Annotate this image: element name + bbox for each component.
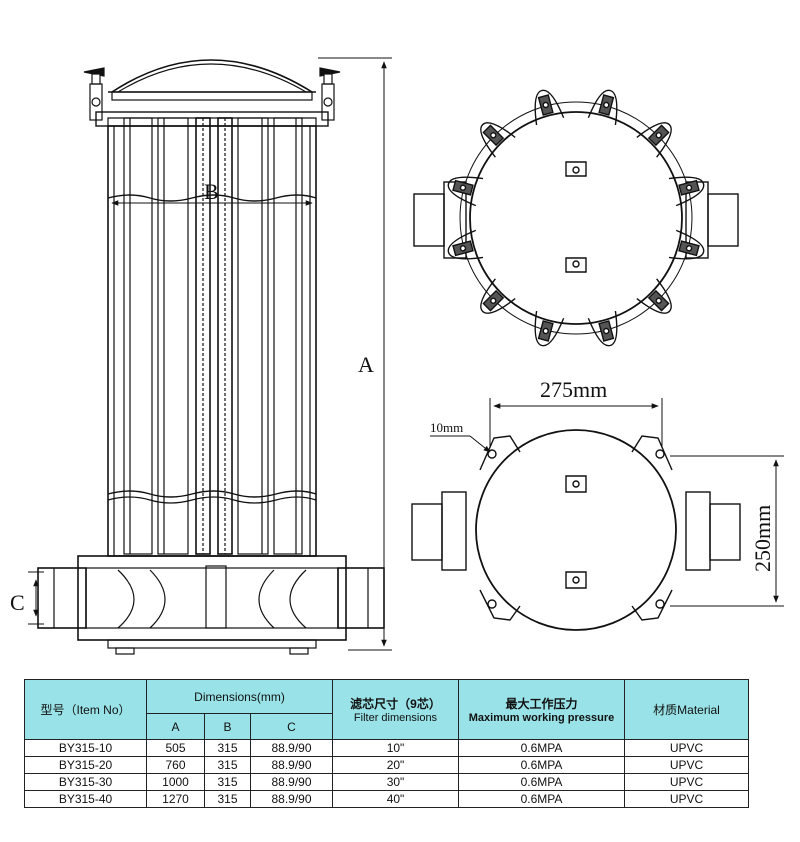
table-row: BY315-30 1000 315 88.9/90 30" 0.6MPA UPV… xyxy=(24,773,749,791)
cell-filter: 20" xyxy=(332,756,459,774)
bottom-view-port-right xyxy=(709,503,741,561)
cell-material: UPVC xyxy=(624,773,749,791)
header-filter-en: Filter dimensions xyxy=(353,712,438,724)
lid-dome-inner xyxy=(117,63,307,93)
cell-pressure: 0.6MPA xyxy=(458,790,625,808)
dimension-c xyxy=(28,571,44,625)
header-dimensions: Dimensions(mm) xyxy=(146,679,333,714)
lid-dome xyxy=(111,59,313,93)
side-view xyxy=(37,59,385,655)
top-view-lid xyxy=(469,111,683,325)
clamp-knob-right xyxy=(319,67,341,121)
header-dim-b: B xyxy=(204,713,251,740)
cell-a: 1270 xyxy=(146,790,205,808)
cell-filter: 10" xyxy=(332,739,459,757)
header-pressure-cn: 最大工作压力 xyxy=(505,697,578,711)
lid-clamp xyxy=(534,310,565,347)
cell-c: 88.9/90 xyxy=(250,739,333,757)
header-material: 材质Material xyxy=(624,679,749,740)
lid-clamp xyxy=(668,176,705,207)
dimension-a xyxy=(318,57,392,651)
table-row: BY315-10 505 315 88.9/90 10" 0.6MPA UPVC xyxy=(24,739,749,757)
cell-c: 88.9/90 xyxy=(250,773,333,791)
header-dim-a: A xyxy=(146,713,205,740)
cell-a: 1000 xyxy=(146,773,205,791)
lid-clamp xyxy=(668,229,705,260)
header-filter: 滤芯尺寸（9芯） Filter dimensions xyxy=(332,679,459,740)
break-line-bottom xyxy=(107,490,317,498)
bottom-view-port-left xyxy=(411,503,443,561)
dimension-height-label: 250mm xyxy=(750,505,775,572)
spec-table: 型号（Item No） Dimensions(mm) 滤芯尺寸（9芯） Filt… xyxy=(24,679,749,808)
lid-clamp xyxy=(447,176,484,207)
lid-clamp xyxy=(480,122,516,158)
lid-clamp xyxy=(587,89,618,126)
lid-clamp xyxy=(534,89,565,126)
lug-top xyxy=(565,161,587,177)
dimension-height xyxy=(670,455,784,607)
header-pressure: 最大工作压力 Maximum working pressure xyxy=(458,679,625,740)
mount-ear-tr xyxy=(631,435,673,471)
mount-ear-br xyxy=(631,589,673,621)
top-view-port-right xyxy=(707,193,739,247)
bottom-view-body xyxy=(475,429,677,631)
clamp-knob-left xyxy=(83,67,105,121)
hole-callout xyxy=(430,435,491,453)
lid-clamp xyxy=(636,122,672,158)
cell-item: BY315-30 xyxy=(24,773,147,791)
lid-clamp xyxy=(636,278,672,314)
cell-item: BY315-20 xyxy=(24,756,147,774)
lid-clamp xyxy=(480,278,516,314)
mount-ear-bl xyxy=(479,589,521,621)
mount-ear-tl xyxy=(479,435,521,471)
table-row: BY315-40 1270 315 88.9/90 40" 0.6MPA UPV… xyxy=(24,790,749,808)
cell-filter: 30" xyxy=(332,773,459,791)
technical-drawing: A B C xyxy=(10,57,784,655)
cell-filter: 40" xyxy=(332,790,459,808)
cell-material: UPVC xyxy=(624,739,749,757)
dimension-c-label: C xyxy=(10,590,25,615)
dimension-width-label: 275mm xyxy=(540,377,607,402)
top-view-port-left xyxy=(413,193,445,247)
header-filter-cn: 滤芯尺寸（9芯） xyxy=(350,697,441,711)
lid-clamp xyxy=(587,310,618,347)
top-view xyxy=(413,89,739,347)
cell-a: 760 xyxy=(146,756,205,774)
cell-item: BY315-40 xyxy=(24,790,147,808)
dimension-a-label: A xyxy=(358,352,374,377)
lid-clamp xyxy=(447,229,484,260)
cell-material: UPVC xyxy=(624,756,749,774)
cell-c: 88.9/90 xyxy=(250,790,333,808)
break-line-top xyxy=(107,194,317,202)
cell-pressure: 0.6MPA xyxy=(458,739,625,757)
table-row: BY315-20 760 315 88.9/90 20" 0.6MPA UPVC xyxy=(24,756,749,774)
header-item-no: 型号（Item No） xyxy=(24,679,147,740)
lug-bottom xyxy=(565,257,587,273)
cell-a: 505 xyxy=(146,739,205,757)
cell-b: 315 xyxy=(204,739,251,757)
filter-cartridges xyxy=(123,117,303,555)
cell-b: 315 xyxy=(204,756,251,774)
pipe-outlet xyxy=(337,567,385,629)
cell-material: UPVC xyxy=(624,790,749,808)
cell-pressure: 0.6MPA xyxy=(458,773,625,791)
dimension-width xyxy=(489,398,663,448)
bottom-view xyxy=(411,429,741,631)
cell-item: BY315-10 xyxy=(24,739,147,757)
cell-c: 88.9/90 xyxy=(250,756,333,774)
header-pressure-en: Maximum working pressure xyxy=(468,712,615,724)
dimension-b-label: B xyxy=(204,179,219,204)
cell-b: 315 xyxy=(204,773,251,791)
header-dim-c: C xyxy=(250,713,333,740)
hole-callout-label: 10mm xyxy=(430,420,463,435)
cell-b: 315 xyxy=(204,790,251,808)
cell-pressure: 0.6MPA xyxy=(458,756,625,774)
